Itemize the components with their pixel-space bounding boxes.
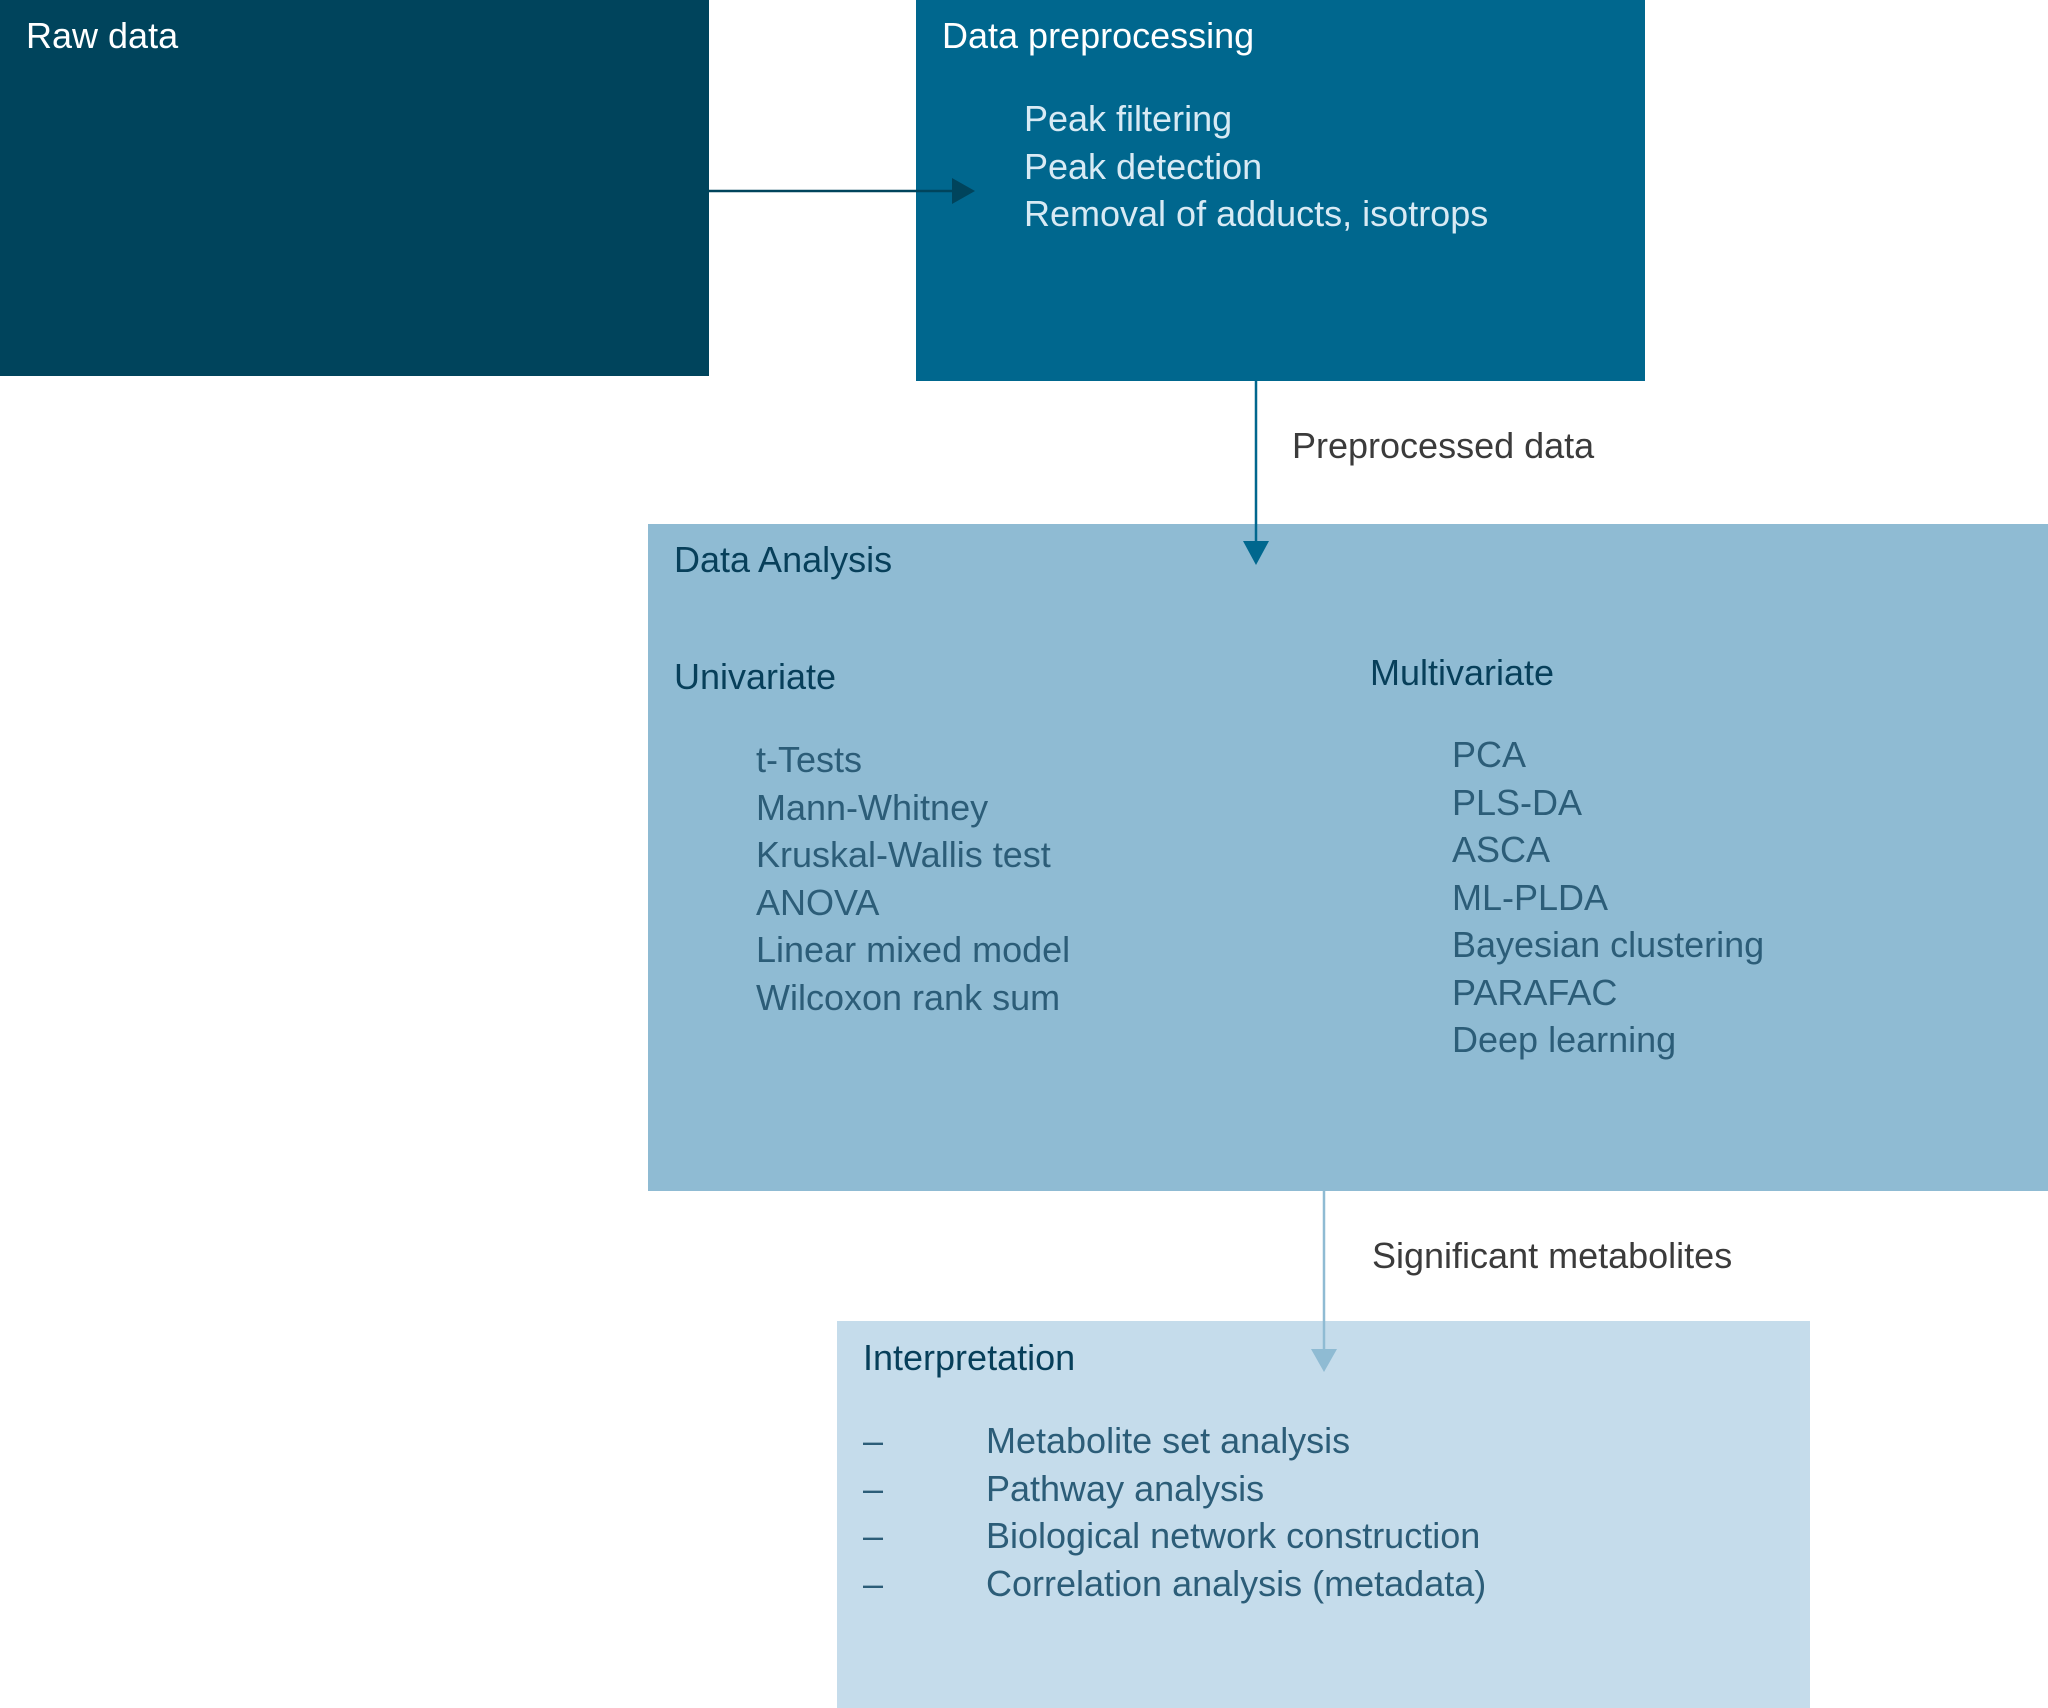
univariate-item: ANOVA bbox=[756, 881, 880, 923]
multivariate-list: PCA PLS-DA ASCA ML-PLDA Bayesian cluster… bbox=[1452, 731, 1764, 1064]
data-analysis-title: Data Analysis bbox=[674, 539, 893, 580]
raw-data-title: Raw data bbox=[26, 15, 179, 56]
multivariate-item: ML-PLDA bbox=[1452, 876, 1609, 918]
univariate-item: t-Tests bbox=[756, 739, 863, 780]
interpretation-box bbox=[837, 1321, 1810, 1708]
preprocessed-data-label: Preprocessed data bbox=[1292, 425, 1595, 466]
multivariate-item: PCA bbox=[1452, 734, 1527, 775]
significant-metabolites-label: Significant metabolites bbox=[1372, 1235, 1733, 1276]
interpretation-item-label: Pathway analysis bbox=[986, 1467, 1265, 1509]
interpretation-item-label: Biological network construction bbox=[986, 1515, 1481, 1556]
multivariate-item: PLS-DA bbox=[1452, 781, 1583, 823]
preprocessing-item: Peak filtering bbox=[1024, 98, 1233, 139]
multivariate-heading: Multivariate bbox=[1370, 652, 1555, 693]
univariate-heading: Univariate bbox=[674, 656, 837, 697]
preprocessing-item: Peak detection bbox=[1024, 145, 1263, 187]
bullet-dash: – bbox=[863, 1515, 884, 1556]
univariate-item: Wilcoxon rank sum bbox=[756, 976, 1061, 1018]
multivariate-item: Deep learning bbox=[1452, 1019, 1677, 1060]
preprocessing-list: Peak filtering Peak detection Removal of… bbox=[1024, 95, 1488, 238]
interpretation-item-label: Correlation analysis (metadata) bbox=[986, 1562, 1487, 1604]
bullet-dash: – bbox=[863, 1562, 884, 1604]
univariate-item: Kruskal-Wallis test bbox=[756, 834, 1051, 875]
bullet-dash: – bbox=[863, 1467, 884, 1509]
univariate-list: t-Tests Mann-Whitney Kruskal-Wallis test… bbox=[756, 736, 1070, 1021]
raw-data-box bbox=[0, 0, 709, 376]
data-preprocessing-box bbox=[916, 0, 1645, 381]
data-analysis-box bbox=[648, 524, 2048, 1191]
preprocessing-item: Removal of adducts, isotrops bbox=[1024, 193, 1489, 234]
multivariate-item: PARAFAC bbox=[1452, 971, 1618, 1013]
interpretation-title: Interpretation bbox=[863, 1337, 1076, 1378]
data-preprocessing-title: Data preprocessing bbox=[942, 15, 1255, 56]
univariate-item: Linear mixed model bbox=[756, 929, 1071, 970]
univariate-item: Mann-Whitney bbox=[756, 786, 989, 828]
interpretation-item-label: Metabolite set analysis bbox=[986, 1420, 1351, 1461]
bullet-dash: – bbox=[863, 1420, 884, 1461]
multivariate-item: ASCA bbox=[1452, 829, 1551, 870]
multivariate-item: Bayesian clustering bbox=[1452, 924, 1765, 965]
